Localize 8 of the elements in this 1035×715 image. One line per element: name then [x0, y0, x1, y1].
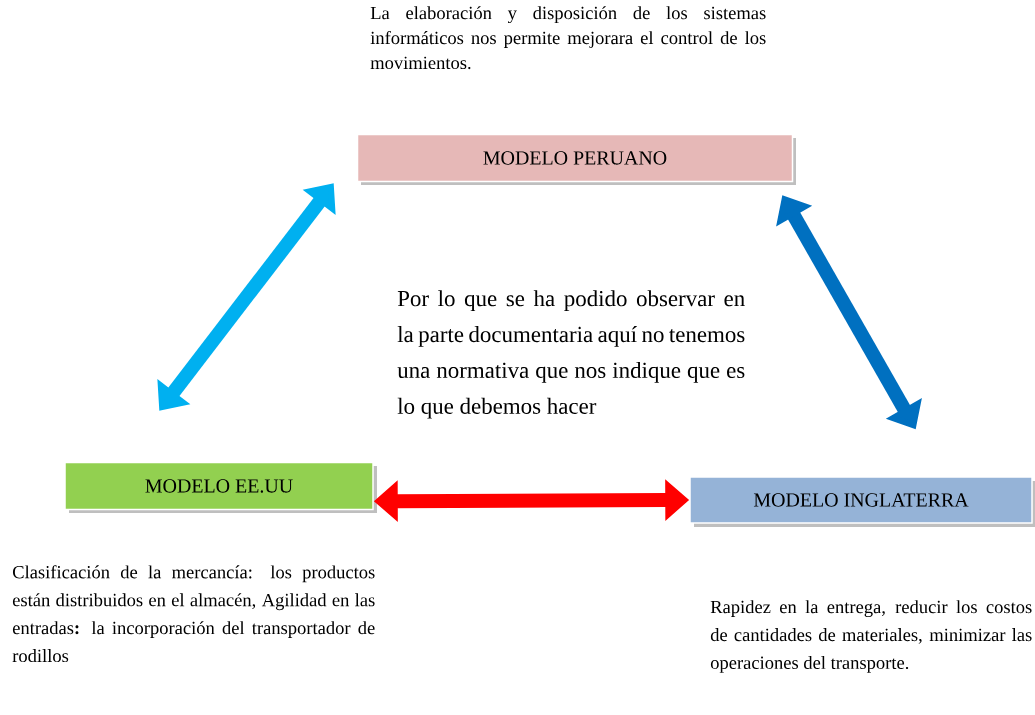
- note-paragraph: Por lo que se ha podido observar en la parte documentaria aquí no tenemos una normativa que nos indique que es lo que debemos hacer: [397, 290, 745, 419]
- double-arrow: [157, 183, 336, 411]
- note-paragraph: Clasificación de la mercancía: los productos están distribuidos en el almacén, Agilidad en las entradas: la incorporación del transportador de rodillos: [12, 565, 375, 663]
- note-paragraph: Rapidez en la entrega, reducir los costos de cantidades de materiales, minimizar las operaciones del transporte.: [710, 600, 1032, 673]
- model-box: MODELO INGLATERRA: [689, 476, 1035, 527]
- model-box: MODELO EE.UU: [64, 461, 377, 513]
- model-box: MODELO PERUANO: [356, 133, 796, 185]
- note-paragraph: La elaboración y disposición de los sistemas informáticos nos permite mejorara el control de los movimientos.: [370, 6, 766, 70]
